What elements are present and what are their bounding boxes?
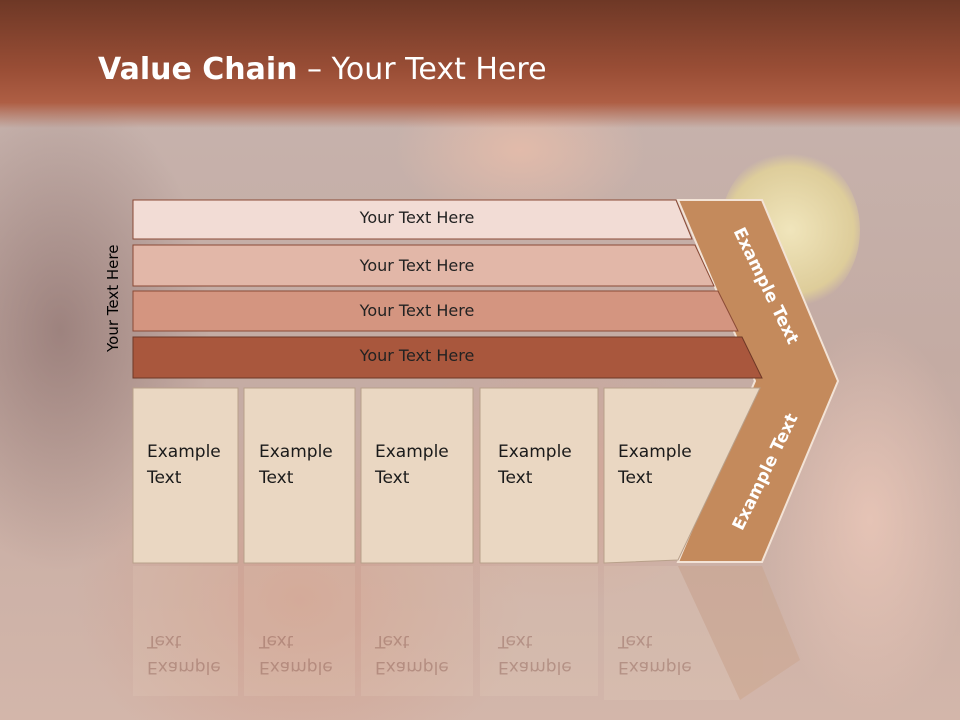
slide-title[interactable]: Value Chain – Your Text Here (98, 52, 547, 87)
box-label-2-line2: Text (259, 468, 294, 488)
bar-3[interactable] (132, 290, 739, 332)
box-label-3-line2: Text (375, 468, 410, 488)
box-label-3-line1: Example (375, 442, 449, 462)
bar-label-3: Your Text Here (359, 301, 475, 320)
box-label-2-line1: Example (259, 442, 333, 462)
box-label-4: Example Text (498, 439, 572, 491)
bar-2[interactable] (132, 244, 715, 287)
box-label-4-line2: Text (498, 468, 533, 488)
box-label-5-line2: Text (618, 468, 653, 488)
title-banner (0, 0, 960, 128)
box-label-1: Example Text (147, 439, 221, 491)
bar-label-4: Your Text Here (359, 346, 475, 365)
box-2[interactable] (243, 387, 356, 564)
bar-label-1: Your Text Here (359, 208, 475, 227)
bar-1[interactable] (132, 199, 693, 240)
box-label-1-line1: Example (147, 442, 221, 462)
title-rest: – Your Text Here (297, 52, 547, 87)
box-3[interactable] (360, 387, 474, 564)
title-bold: Value Chain (98, 52, 298, 87)
box-label-4-line1: Example (498, 442, 572, 462)
box-4[interactable] (479, 387, 599, 564)
box-1[interactable] (132, 387, 239, 564)
reflection (133, 566, 800, 700)
box-label-3: Example Text (375, 439, 449, 491)
box-label-5: Example Text (618, 439, 692, 491)
bar-label-2: Your Text Here (359, 256, 475, 275)
box-5[interactable] (603, 387, 761, 564)
box-label-1-line2: Text (147, 468, 182, 488)
box-label-5-line1: Example (618, 442, 692, 462)
box-label-2: Example Text (259, 439, 333, 491)
bar-4[interactable] (132, 336, 763, 379)
